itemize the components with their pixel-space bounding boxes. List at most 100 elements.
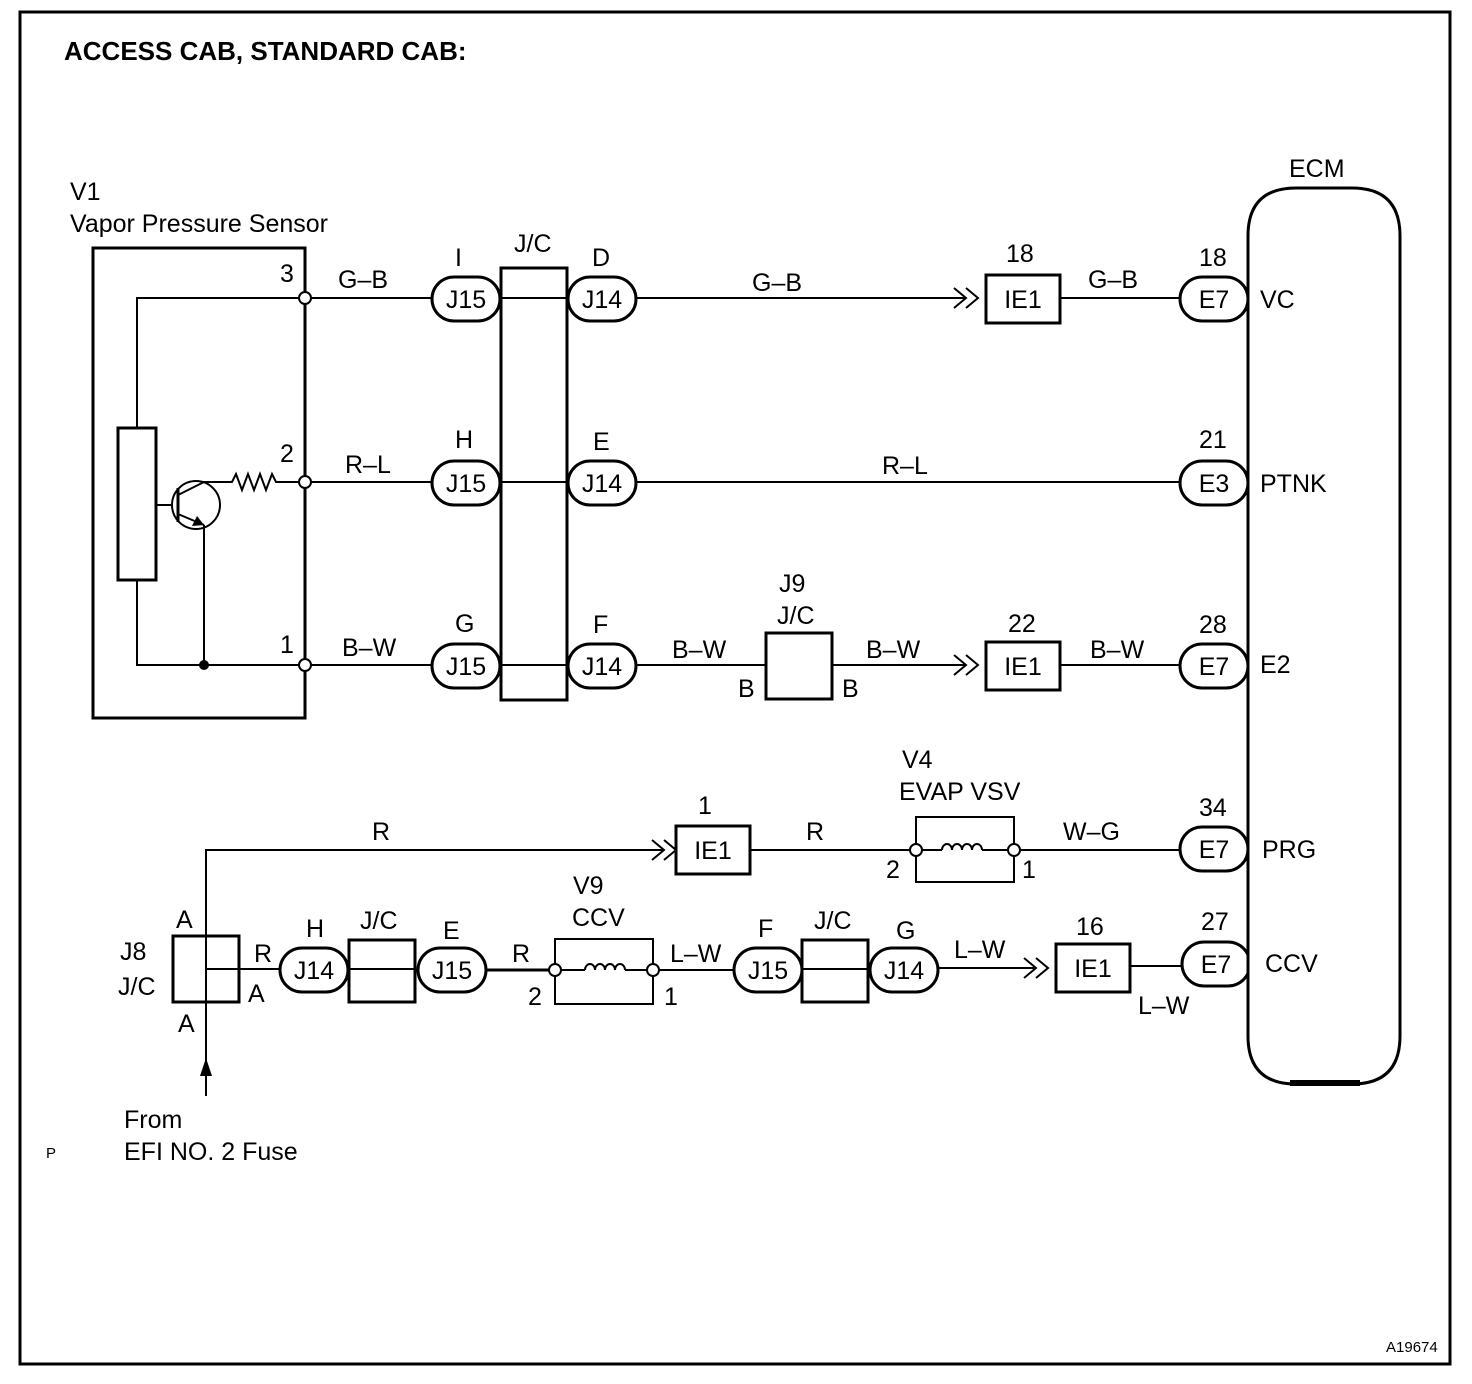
sensor-internal-wire — [136, 580, 305, 666]
wire-color-label: R–L — [345, 451, 391, 479]
sensor-internal-wire — [204, 471, 305, 493]
connector-j14 — [566, 459, 638, 507]
v4-name: EVAP VSV — [899, 778, 1021, 806]
source-line-1: From — [124, 1106, 182, 1134]
connector-label: J15 — [432, 957, 472, 985]
ccv-body — [554, 938, 654, 1005]
connector-arrow-icon — [965, 287, 980, 309]
pin-label: 18 — [1006, 240, 1034, 268]
sensor-pin-label: 1 — [280, 631, 294, 659]
pin-label: 1 — [698, 792, 712, 820]
connector-j14 — [566, 642, 638, 690]
pin-label: D — [592, 244, 610, 272]
pin-label: H — [455, 426, 473, 454]
jc-label: J/C — [514, 230, 552, 258]
connector-j14 — [868, 946, 940, 994]
transistor-collector — [177, 481, 205, 496]
connector-label: E3 — [1199, 470, 1230, 498]
wire-color-label: R — [254, 940, 272, 968]
connector-label: J15 — [446, 653, 486, 681]
pin-label: 1 — [1022, 856, 1036, 884]
v9-name: CCV — [572, 904, 625, 932]
wire-color-label: B–W — [672, 636, 727, 664]
connector-j15 — [430, 275, 502, 323]
pin-label: F — [758, 915, 773, 943]
connector-j14 — [566, 275, 638, 323]
wire-color-label: G–B — [752, 269, 802, 297]
connector-j15 — [430, 459, 502, 507]
corner-mark: P — [46, 1145, 56, 1162]
j8-label: J/C — [118, 973, 156, 1001]
pin-label: 16 — [1076, 913, 1104, 941]
wire-color-label: W–G — [1063, 818, 1120, 846]
source-line-2: EFI NO. 2 Fuse — [124, 1138, 298, 1166]
wire-color-label: G–B — [338, 266, 388, 294]
wire-color-label: L–W — [1138, 992, 1190, 1020]
connector-label: E7 — [1199, 653, 1230, 681]
connector-label: J14 — [582, 653, 622, 681]
sensor-pin-label: 3 — [280, 260, 294, 288]
connector-ie1 — [674, 824, 752, 876]
wire-color-label: L–W — [670, 940, 722, 968]
vsv-pin-1 — [1007, 843, 1021, 857]
pin-label: 27 — [1201, 908, 1229, 936]
sensor-pin-1 — [298, 658, 312, 672]
jc-label: J/C — [360, 907, 398, 935]
j9-label: J/C — [777, 602, 815, 630]
junction-connector-block — [800, 938, 870, 1004]
connector-label: E7 — [1199, 836, 1230, 864]
wire-color-label: R — [806, 818, 824, 846]
wire-color-label: G–B — [1088, 266, 1138, 294]
connector-label: IE1 — [1004, 286, 1042, 314]
pin-label: B — [738, 675, 755, 703]
splice-dot — [199, 660, 209, 670]
wire-color-label: R–L — [882, 452, 928, 480]
ecm-terminal-label: PRG — [1262, 836, 1316, 864]
connector-ie1 — [984, 273, 1062, 325]
connector-arrow-icon — [965, 654, 980, 676]
sensor-pin-label: 2 — [280, 440, 294, 468]
pin-label: I — [455, 244, 462, 272]
pin-label: 21 — [1199, 426, 1227, 454]
wire-color-label: B–W — [866, 636, 921, 664]
ecm-terminal-label: VC — [1260, 286, 1295, 314]
diagram-title: ACCESS CAB, STANDARD CAB: — [64, 36, 467, 66]
arrow-up-icon — [200, 1058, 212, 1076]
jc-label: J/C — [814, 907, 852, 935]
connector-label: J14 — [582, 286, 622, 314]
connector-arrow-icon — [953, 287, 968, 309]
sensor-pin-3 — [298, 291, 312, 305]
connector-label: IE1 — [1074, 955, 1112, 983]
connector-label: J14 — [294, 957, 334, 985]
ccv-pin-1 — [646, 963, 660, 977]
pin-label: E — [443, 917, 460, 945]
pin-label: H — [306, 915, 324, 943]
pin-label: G — [896, 917, 915, 945]
pin-label: 2 — [528, 983, 542, 1011]
connector-arrow-icon — [953, 654, 968, 676]
pin-label: A — [176, 906, 193, 934]
ecm-terminal-label: CCV — [1265, 950, 1318, 978]
connector-arrow-icon — [1023, 957, 1038, 979]
connector-label: J15 — [446, 470, 486, 498]
pin-label: A — [248, 980, 265, 1008]
wire-color-label: B–W — [342, 634, 397, 662]
sensor-code: V1 — [70, 178, 101, 206]
pin-label: 1 — [664, 983, 678, 1011]
transistor-arrow — [192, 516, 204, 526]
connector-j15 — [430, 642, 502, 690]
wire-color-label: B–W — [1090, 636, 1145, 664]
pin-label: E — [593, 428, 610, 456]
figure-id: A19674 — [1386, 1339, 1438, 1356]
solenoid-coil-icon — [584, 963, 626, 971]
junction-connector-block — [499, 266, 569, 702]
connector-label: J15 — [446, 286, 486, 314]
vsv-pin-2 — [909, 843, 923, 857]
connector-label: E7 — [1199, 286, 1230, 314]
v4-code: V4 — [902, 746, 933, 774]
pin-label: F — [593, 611, 608, 639]
pin-label: G — [455, 610, 474, 638]
ecm-terminal-label: E2 — [1260, 651, 1291, 679]
j9-code: J9 — [779, 570, 805, 598]
